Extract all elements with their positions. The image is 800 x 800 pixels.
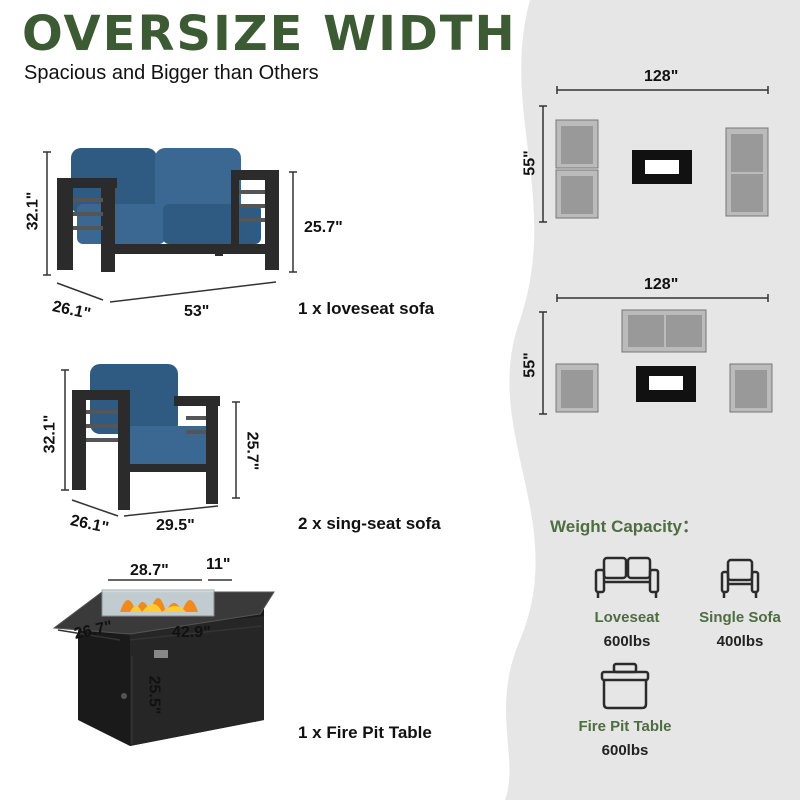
weight-single-sofa-value: 400lbs xyxy=(716,633,764,650)
fire-pit-length-label: 42.9" xyxy=(172,624,211,641)
layout-bottom-depth-label: 55" xyxy=(521,352,539,378)
loveseat-image xyxy=(57,148,279,272)
weight-fire-pit-label: Fire Pit Table xyxy=(578,718,672,735)
single-sofa-caption: 2 x sing-seat sofa xyxy=(298,514,441,533)
layout-top-width-label: 128" xyxy=(644,68,679,85)
weight-loveseat-label: Loveseat xyxy=(594,609,660,626)
loveseat-outline-icon xyxy=(594,556,660,598)
weight-single-sofa-label: Single Sofa xyxy=(699,609,781,626)
fire-pit-caption: 1 x Fire Pit Table xyxy=(298,723,432,742)
single-sofa-outline-icon xyxy=(720,558,760,598)
fire-pit-glass-width-label: 11" xyxy=(206,556,231,573)
fire-pit-glass-length-label: 28.7" xyxy=(130,562,169,579)
layout-bottom-width-label: 128" xyxy=(644,276,679,293)
page-subtitle: Spacious and Bigger than Others xyxy=(24,62,319,84)
page-title: OVERSIZE WIDTH xyxy=(22,6,517,62)
fire-pit-outline-icon xyxy=(600,662,650,710)
weight-fire-pit-value: 600lbs xyxy=(601,742,649,759)
single-sofa-width-label: 29.5" xyxy=(156,517,195,534)
loveseat-seat-height-label: 25.7" xyxy=(304,219,343,236)
loveseat-width-label: 53" xyxy=(184,303,210,320)
weight-loveseat-value: 600lbs xyxy=(603,633,651,650)
loveseat-caption: 1 x loveseat sofa xyxy=(298,299,435,318)
single-sofa-image xyxy=(72,364,220,510)
fire-pit-table-image xyxy=(52,589,275,746)
weight-capacity-title: Weight Capacity： xyxy=(550,517,699,536)
